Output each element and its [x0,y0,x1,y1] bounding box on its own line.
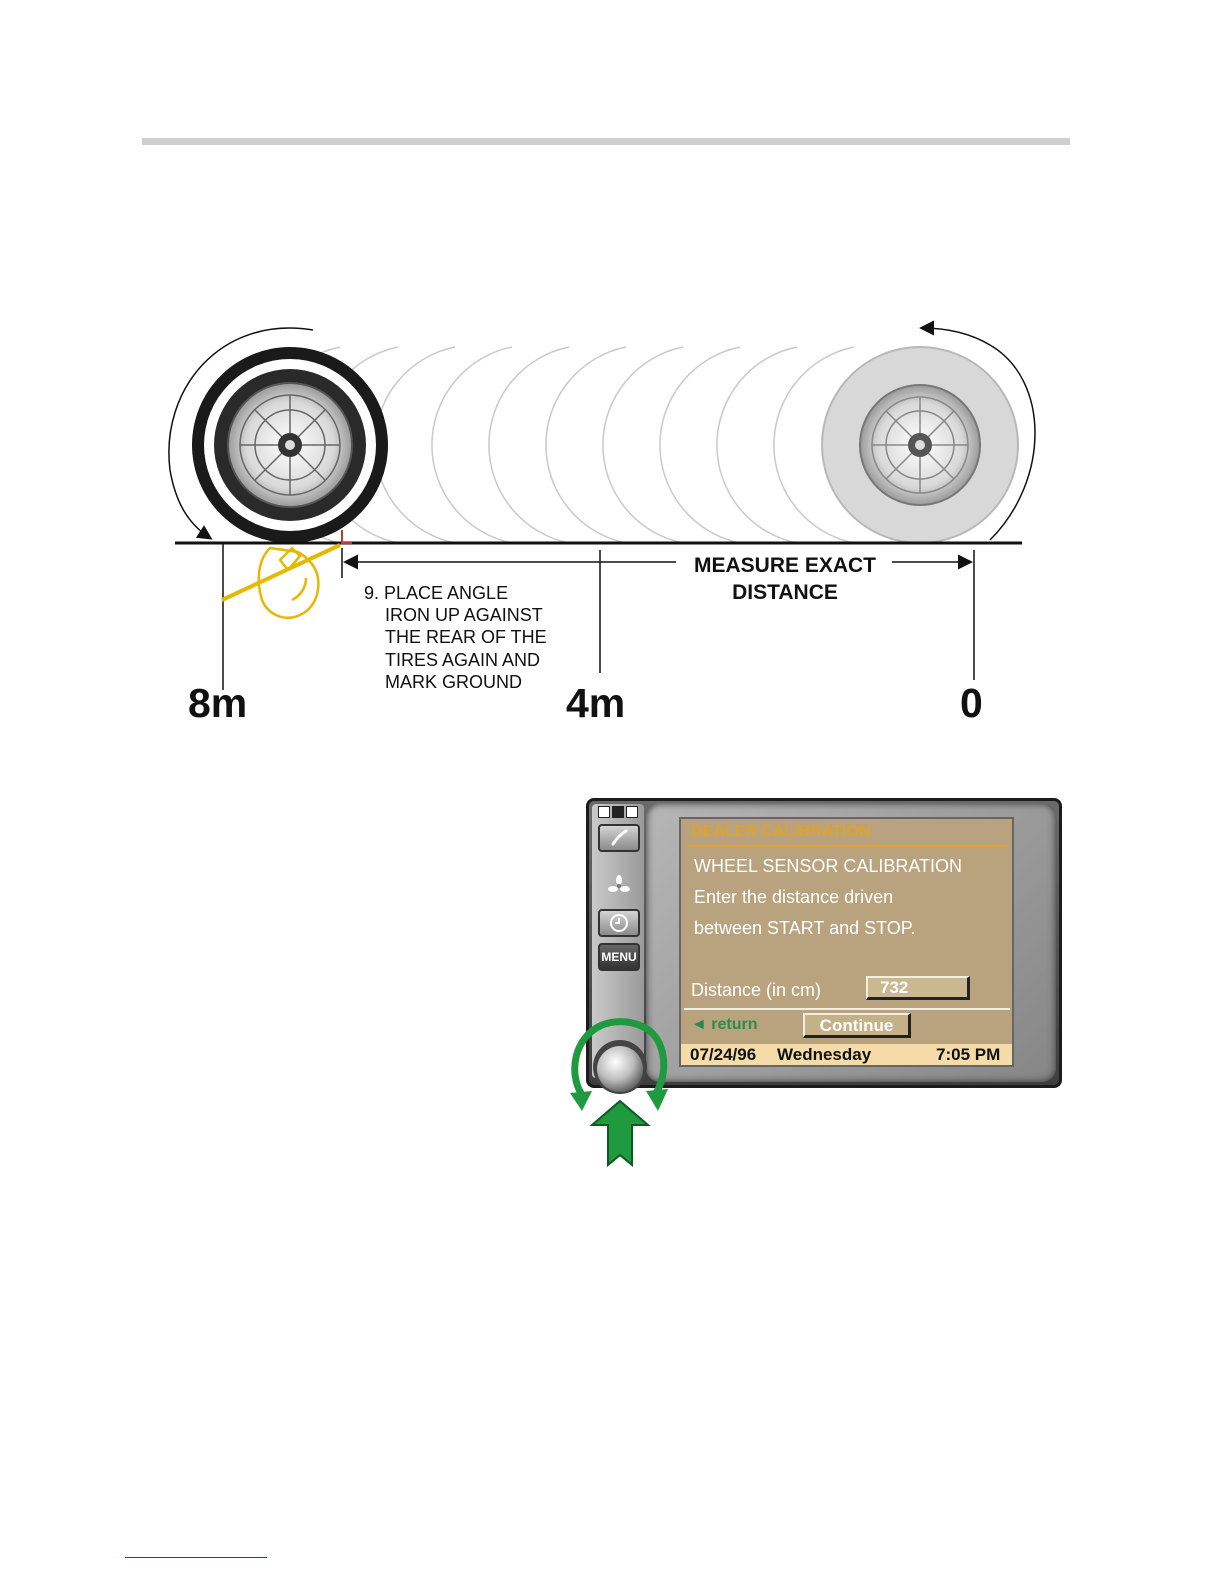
distance-label-0: 0 [960,680,983,727]
screen-heading: WHEEL SENSOR CALIBRATION [694,856,962,877]
screen-title: DEALER CALIBRATION [691,823,870,841]
end-wheel [192,347,388,543]
phone-icon [600,826,638,850]
menu-button[interactable]: MENU [598,943,640,971]
return-link[interactable]: ◄ return [691,1016,758,1034]
fan-icon[interactable] [607,874,631,903]
measure-line: DISTANCE [660,579,910,606]
continue-button[interactable]: Continue [803,1013,911,1038]
instruction-line: THE REAR OF THE [364,626,547,648]
rotary-knob-group [560,1015,680,1180]
angle-iron [342,530,352,543]
rotate-arrow-head-icon [570,1091,592,1111]
status-time: 7:05 PM [936,1045,1000,1065]
distance-label-4m: 4m [566,680,625,727]
status-day: Wednesday [777,1045,871,1065]
distance-label-8m: 8m [188,680,247,727]
nav-screen: DEALER CALIBRATION WHEEL SENSOR CALIBRAT… [679,817,1014,1067]
measure-label: MEASURE EXACT DISTANCE [660,552,910,606]
measure-line: MEASURE EXACT [660,552,910,579]
distance-input-value: 732 [880,978,908,998]
phone-button[interactable] [598,824,640,852]
indicator-square [626,806,638,818]
status-bar: 07/24/96 Wednesday 7:05 PM [681,1044,1012,1065]
status-date: 07/24/96 [690,1045,756,1065]
instruction-line: MARK GROUND [364,671,547,693]
distance-field-label: Distance (in cm) [691,980,821,1001]
screen-instruction-line: between START and STOP. [694,918,915,939]
indicator-square [598,806,610,818]
rotate-arrow-head-icon [646,1089,668,1111]
screen-instruction-line: Enter the distance driven [694,887,893,908]
instruction-line: TIRES AGAIN AND [364,649,547,671]
instruction-line: 9. PLACE ANGLE [364,582,547,604]
clock-button[interactable] [598,909,640,937]
screen-separator [684,1008,1010,1010]
instruction-line: IRON UP AGAINST [364,604,547,626]
indicator-square [612,806,624,818]
footer-link-underline [125,1557,267,1558]
distance-input[interactable]: 732 [866,976,970,1000]
press-arrow-icon [592,1101,648,1165]
rotary-knob[interactable] [597,1046,643,1092]
start-wheel [822,347,1018,543]
clock-icon [600,911,638,935]
instruction-text: 9. PLACE ANGLE IRON UP AGAINST THE REAR … [364,582,547,693]
hand-marker-icon [222,545,340,618]
title-underline [687,845,1007,847]
